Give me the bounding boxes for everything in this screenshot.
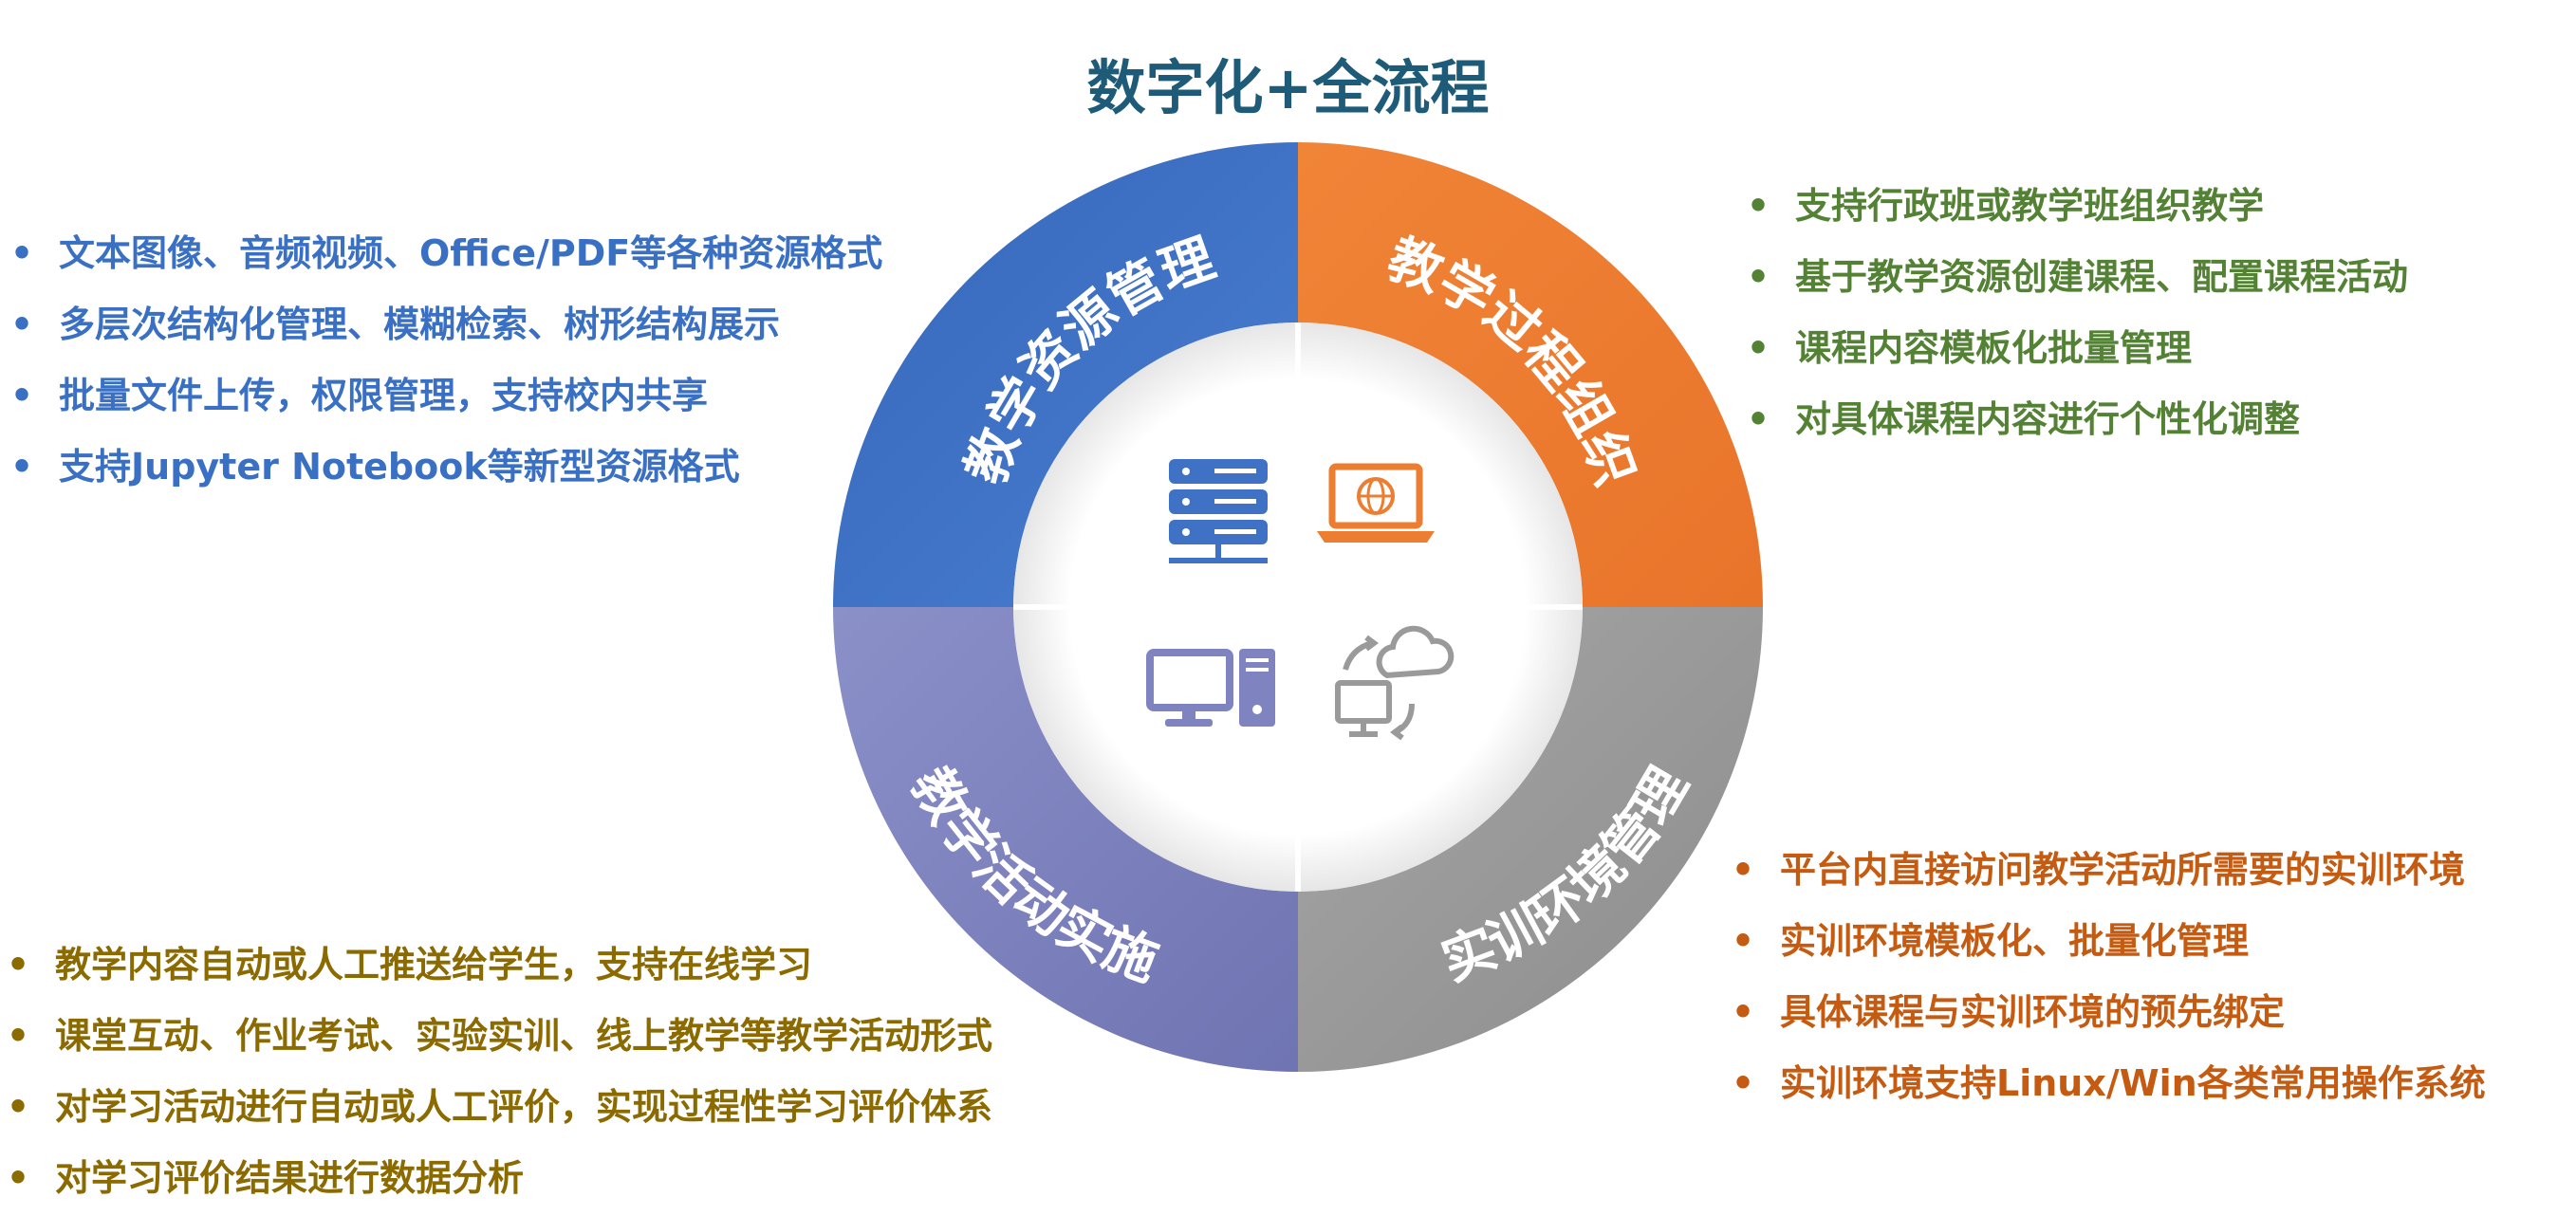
bullet-dot: • xyxy=(1731,920,1755,962)
bullet-dot: • xyxy=(1746,256,1770,298)
list-item: • 对学习活动进行自动或人工评价，实现过程性学习评价体系 xyxy=(4,1072,992,1143)
bullet-dot: • xyxy=(9,304,34,345)
list-item-text: 具体课程与实训环境的预先绑定 xyxy=(1780,991,2286,1033)
bullet-dot: • xyxy=(9,375,34,416)
list-item: • 对学习评价结果进行数据分析 xyxy=(4,1143,992,1214)
bullet-dot: • xyxy=(1746,398,1770,440)
list-item: • 支持行政班或教学班组织教学 xyxy=(1744,171,2408,242)
list-item: • 实训环境模板化、批量化管理 xyxy=(1729,906,2486,977)
bullet-dot: • xyxy=(1731,849,1755,891)
list-item-text: 课程内容模板化批量管理 xyxy=(1795,327,2193,369)
list-item-text: 支持行政班或教学班组织教学 xyxy=(1795,185,2265,227)
page-title: 数字化+全流程 xyxy=(1086,53,1490,122)
list-item: • 多层次结构化管理、模糊检索、树形结构展示 xyxy=(8,289,882,360)
list-item-text: 平台内直接访问教学活动所需要的实训环境 xyxy=(1780,849,2466,891)
list-item: • 课堂互动、作业考试、实验实训、线上教学等教学活动形式 xyxy=(4,1001,992,1072)
list-item: • 具体课程与实训环境的预先绑定 xyxy=(1729,977,2486,1048)
list-item-text: 教学内容自动或人工推送给学生，支持在线学习 xyxy=(55,944,813,986)
list-item: • 课程内容模板化批量管理 xyxy=(1744,313,2408,384)
activity-feature-list: • 教学内容自动或人工推送给学生，支持在线学习 • 课堂互动、作业考试、实验实训、线… xyxy=(4,930,992,1214)
process-feature-list: • 支持行政班或教学班组织教学 • 基于教学资源创建课程、配置课程活动 • 课程内容模… xyxy=(1744,171,2408,455)
segment-resource[interactable] xyxy=(833,142,1298,607)
bullet-dot: • xyxy=(9,446,34,488)
segment-process[interactable] xyxy=(1298,142,1763,607)
desktop-computer-icon xyxy=(1146,649,1275,727)
list-item-text: 实训环境支持Linux/Win各类常用操作系统 xyxy=(1780,1062,2486,1104)
bullet-dot: • xyxy=(1731,1062,1755,1104)
segment-environment[interactable] xyxy=(1298,607,1763,1072)
bullet-dot: • xyxy=(6,1015,30,1057)
list-item-text: 基于教学资源创建课程、配置课程活动 xyxy=(1795,256,2409,298)
list-item-text: 实训环境模板化、批量化管理 xyxy=(1780,920,2250,962)
list-item-text: 对学习活动进行自动或人工评价，实现过程性学习评价体系 xyxy=(55,1086,993,1128)
bullet-dot: • xyxy=(9,232,34,274)
list-item-text: 文本图像、音频视频、Office/PDF等各种资源格式 xyxy=(59,232,883,274)
list-item: • 实训环境支持Linux/Win各类常用操作系统 xyxy=(1729,1048,2486,1119)
laptop-globe-icon xyxy=(1317,463,1435,543)
bullet-dot: • xyxy=(1746,185,1770,227)
list-item: • 平台内直接访问教学活动所需要的实训环境 xyxy=(1729,835,2486,906)
resource-feature-list: • 文本图像、音频视频、Office/PDF等各种资源格式 • 多层次结构化管理、模… xyxy=(8,218,882,503)
list-item: • 支持Jupyter Notebook等新型资源格式 xyxy=(8,432,882,503)
list-item-text: 对具体课程内容进行个性化调整 xyxy=(1795,398,2301,440)
list-item-text: 课堂互动、作业考试、实验实训、线上教学等教学活动形式 xyxy=(55,1015,993,1057)
bullet-dot: • xyxy=(6,944,30,986)
cloud-sync-monitor-icon xyxy=(1335,625,1455,741)
list-item: • 文本图像、音频视频、Office/PDF等各种资源格式 xyxy=(8,218,882,289)
list-item-text: 多层次结构化管理、模糊检索、树形结构展示 xyxy=(59,304,781,345)
list-item: • 教学内容自动或人工推送给学生，支持在线学习 xyxy=(4,930,992,1001)
segment-activity[interactable] xyxy=(833,607,1298,1072)
list-item-text: 对学习评价结果进行数据分析 xyxy=(55,1157,525,1199)
bullet-dot: • xyxy=(6,1157,30,1199)
environment-feature-list: • 平台内直接访问教学活动所需要的实训环境 • 实训环境模板化、批量化管理 • 具体课… xyxy=(1729,835,2486,1119)
list-item: • 对具体课程内容进行个性化调整 xyxy=(1744,384,2408,455)
list-item: • 批量文件上传，权限管理，支持校内共享 xyxy=(8,360,882,432)
list-item-text: 批量文件上传，权限管理，支持校内共享 xyxy=(59,375,709,416)
list-item-text: 支持Jupyter Notebook等新型资源格式 xyxy=(59,446,740,488)
list-item: • 基于教学资源创建课程、配置课程活动 xyxy=(1744,242,2408,313)
server-icon xyxy=(1169,459,1268,563)
bullet-dot: • xyxy=(1731,991,1755,1033)
bullet-dot: • xyxy=(6,1086,30,1128)
bullet-dot: • xyxy=(1746,327,1770,369)
